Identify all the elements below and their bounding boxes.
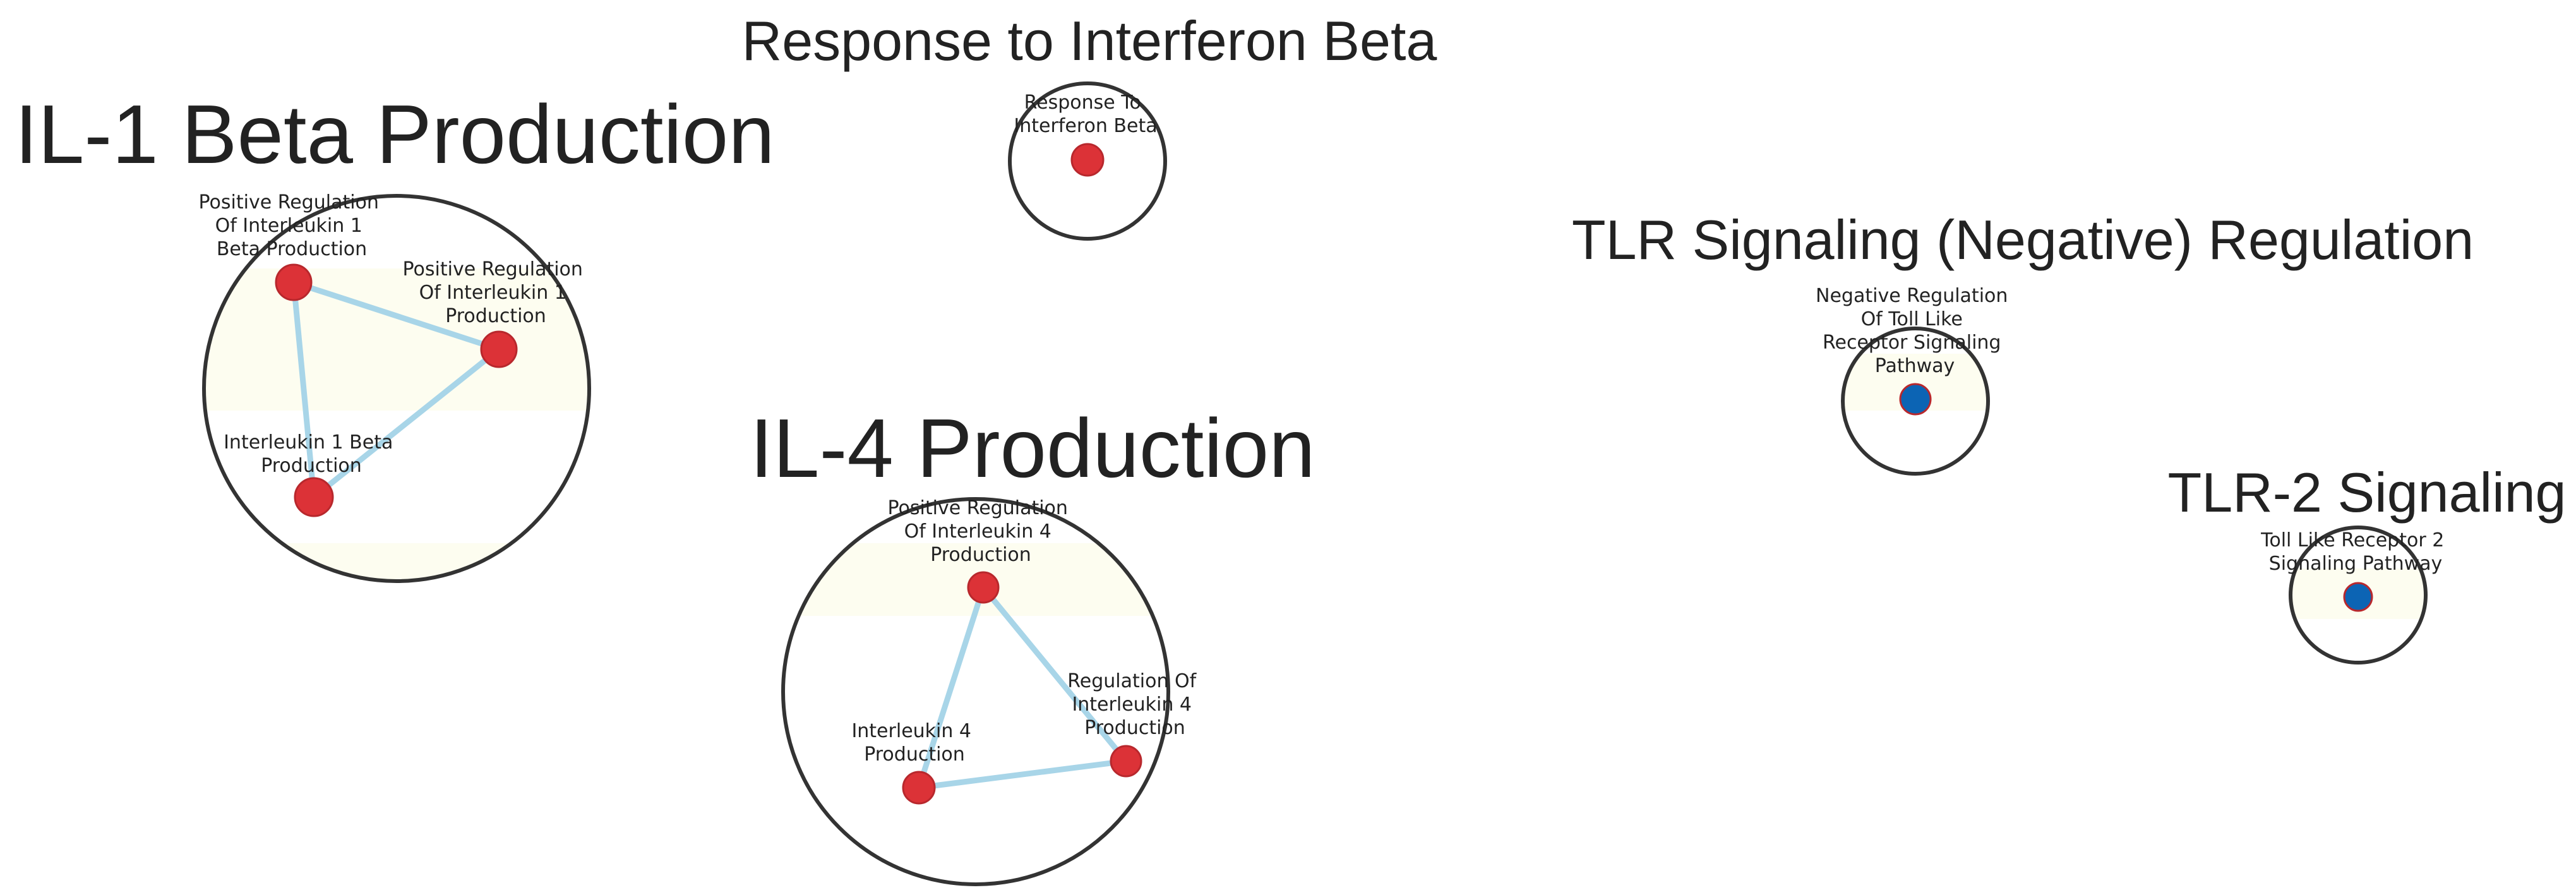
cluster-il1-beta-production: IL-1 Beta Production Positive Regulation… [15, 88, 775, 583]
edge-pos-il1-to-il1b [311, 346, 502, 500]
cluster-title: Response to Interferon Beta [742, 9, 1437, 72]
node-reg-il4[interactable] [1110, 745, 1142, 778]
cluster-circle [1841, 327, 1990, 476]
edge-pos-il4-to-reg-il4 [980, 584, 1129, 764]
node-response-to-interferon-beta[interactable] [1070, 143, 1105, 177]
node-il4-production[interactable] [902, 771, 936, 805]
node-label-pos-reg-il4: Positive Regulation Of Interleukin 4 Pro… [888, 497, 1074, 566]
band-il1 [204, 268, 589, 411]
node-label-pos-reg-il1-beta: Positive Regulation Of Interleukin 1 Bet… [199, 191, 385, 260]
cluster-title: TLR Signaling (Negative) Regulation [1572, 208, 2474, 271]
cluster-il4-production: IL-4 Production Positive Regulation Of I… [750, 402, 1315, 886]
edge-pos-il4-to-il4p [916, 584, 986, 791]
edge-pos-il1b-to-il1b [291, 279, 317, 500]
cluster-circle [1008, 81, 1167, 241]
node-tlr2-signaling-pathway[interactable] [2343, 582, 2373, 612]
node-label-neg-reg-tlr-signaling: Negative Regulation Of Toll Like Recepto… [1816, 285, 2014, 377]
cluster-title: IL-4 Production [750, 402, 1315, 495]
node-label-response-to-interferon-beta: Response To Interferon Beta [1014, 92, 1157, 137]
band-il1-lower [204, 543, 589, 581]
node-il1-beta-production[interactable] [294, 477, 334, 517]
cluster-title: TLR-2 Signaling [2168, 461, 2567, 524]
node-label-il4-production: Interleukin 4 Production [851, 720, 977, 766]
node-pos-reg-il1-beta[interactable] [275, 263, 313, 301]
cluster-tlr-signaling-negative-regulation: TLR Signaling (Negative) Regulation Nega… [1572, 208, 2474, 476]
node-label-pos-reg-il1: Positive Regulation Of Interleukin 1 Pro… [403, 258, 589, 327]
node-label-reg-il4: Regulation Of Interleukin 4 Production [1067, 670, 1202, 739]
cluster-title: IL-1 Beta Production [15, 88, 774, 181]
cluster-circle [2289, 526, 2428, 664]
node-label-il1-beta-production: Interleukin 1 Beta Production [224, 431, 399, 477]
node-pos-reg-il1[interactable] [480, 330, 518, 368]
cluster-circle [202, 194, 591, 583]
node-pos-reg-il4[interactable] [967, 571, 1000, 604]
node-label-tlr2-signaling-pathway: Toll Like Receptor 2 Signaling Pathway [2260, 529, 2450, 575]
edge-reg-il4-to-il4p [916, 758, 1129, 791]
cluster-response-to-interferon-beta: Response to Interferon Beta Response To … [742, 9, 1437, 241]
node-neg-reg-tlr-signaling[interactable] [1899, 383, 1932, 416]
edge-pos-il1b-to-pos-il1 [291, 279, 502, 352]
cluster-circle [781, 497, 1170, 886]
cluster-tlr2-signaling: TLR-2 Signaling Toll Like Receptor 2 Sig… [2168, 461, 2567, 664]
